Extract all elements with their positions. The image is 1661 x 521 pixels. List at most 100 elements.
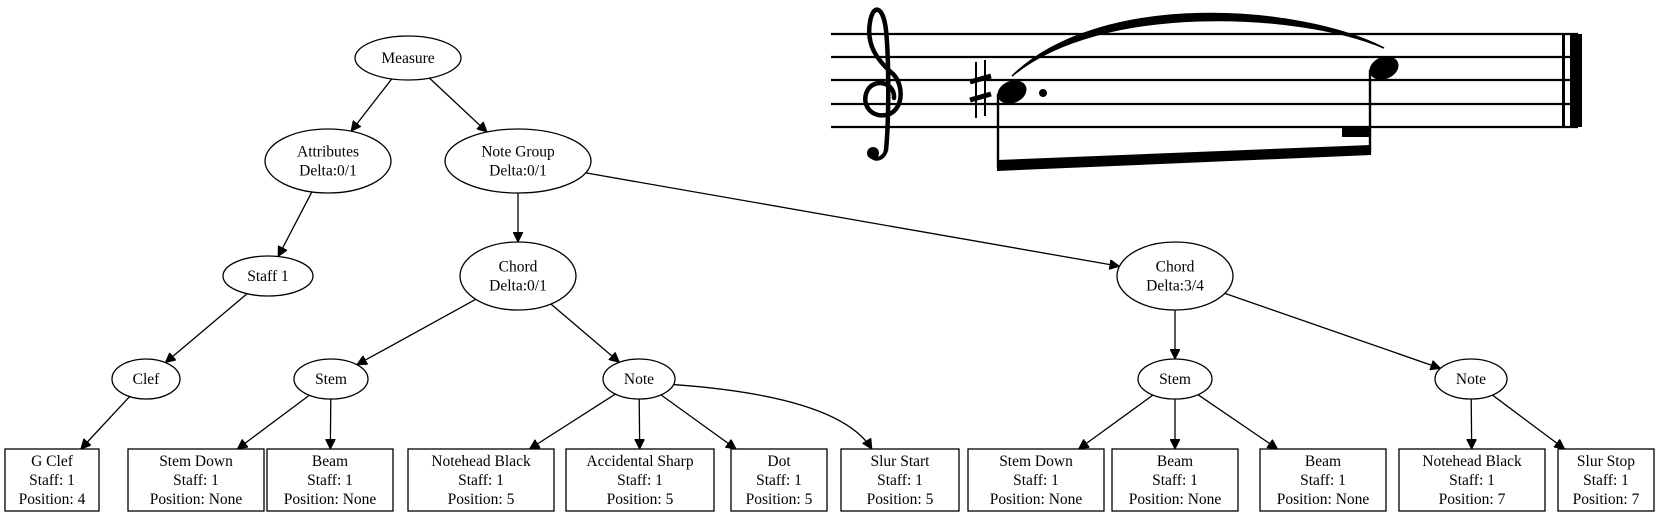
node-note2: Note bbox=[1434, 358, 1508, 400]
node-label: Staff: 1 bbox=[458, 472, 504, 489]
node-label: Delta:0/1 bbox=[489, 278, 547, 295]
node-shape bbox=[127, 448, 265, 512]
edge-stem2-beam3 bbox=[1197, 394, 1278, 449]
node-label: Dot bbox=[767, 453, 791, 470]
node-shape bbox=[730, 448, 828, 512]
node-label: Staff: 1 bbox=[1013, 472, 1059, 489]
node-shape bbox=[407, 448, 555, 512]
node-shape bbox=[565, 448, 715, 512]
node-label: Delta:3/4 bbox=[1146, 278, 1204, 295]
node-staff1: Staff 1 bbox=[222, 255, 314, 297]
node-label: Stem Down bbox=[999, 453, 1073, 470]
node-label: Position: 5 bbox=[448, 491, 515, 508]
edge-clef-gclef bbox=[81, 396, 131, 449]
node-shape bbox=[1398, 448, 1546, 512]
node-shape bbox=[222, 255, 314, 297]
node-shape bbox=[602, 358, 676, 400]
node-label: Chord bbox=[499, 259, 538, 276]
node-label: Position: 5 bbox=[867, 491, 934, 508]
slur bbox=[1011, 12, 1385, 77]
edge-note1-dot bbox=[660, 394, 736, 449]
node-label: Staff: 1 bbox=[29, 472, 75, 489]
node-label: Note bbox=[1456, 371, 1486, 388]
node-label: Staff: 1 bbox=[877, 472, 923, 489]
node-label: Chord bbox=[1156, 259, 1195, 276]
node-shape bbox=[111, 358, 181, 400]
node-shape bbox=[1116, 241, 1234, 311]
node-label: Stem bbox=[1159, 371, 1191, 388]
notehead-1 bbox=[997, 80, 1027, 104]
node-shape bbox=[1434, 358, 1508, 400]
node-label: Notehead Black bbox=[431, 453, 531, 470]
node-stem2: Stem bbox=[1137, 358, 1213, 400]
final-barline bbox=[1562, 34, 1582, 127]
node-label: Staff: 1 bbox=[173, 472, 219, 489]
node-shape bbox=[967, 448, 1105, 512]
node-shape bbox=[1259, 448, 1387, 512]
node-label: Delta:0/1 bbox=[299, 163, 357, 180]
node-shape bbox=[264, 128, 392, 194]
node-label: Delta:0/1 bbox=[489, 163, 547, 180]
node-label: Staff: 1 bbox=[1583, 472, 1629, 489]
node-label: Position: None bbox=[990, 491, 1083, 508]
node-label: Position: 4 bbox=[19, 491, 86, 508]
node-measure: Measure bbox=[354, 35, 462, 81]
node-stem1: Stem bbox=[293, 358, 369, 400]
node-label: Measure bbox=[381, 50, 434, 67]
notehead-2 bbox=[1369, 56, 1399, 80]
edge-attributes-staff1 bbox=[277, 191, 313, 257]
node-shape bbox=[459, 241, 577, 311]
node-label: Note bbox=[624, 371, 654, 388]
tree-edges bbox=[81, 77, 1565, 449]
node-shape bbox=[1557, 448, 1655, 512]
treble-clef-icon bbox=[863, 7, 903, 161]
node-label: Attributes bbox=[297, 144, 359, 161]
node-label: Stem bbox=[315, 371, 347, 388]
node-label: Staff: 1 bbox=[1152, 472, 1198, 489]
edge-measure-attributes bbox=[351, 78, 393, 131]
node-label: Position: None bbox=[284, 491, 377, 508]
node-label: Staff: 1 bbox=[1300, 472, 1346, 489]
edge-note1-slurstart bbox=[673, 383, 872, 449]
node-label: Position: None bbox=[1277, 491, 1370, 508]
edge-note1-nhblack1 bbox=[529, 393, 616, 449]
node-label: Staff: 1 bbox=[307, 472, 353, 489]
node-label: Slur Start bbox=[871, 453, 931, 470]
node-label: Position: None bbox=[150, 491, 243, 508]
node-label: Position: 5 bbox=[746, 491, 813, 508]
node-label: Position: 7 bbox=[1573, 491, 1640, 508]
edge-note2-slurstop bbox=[1492, 394, 1564, 449]
node-shape bbox=[1137, 358, 1213, 400]
node-label: Position: 5 bbox=[607, 491, 674, 508]
node-shape bbox=[4, 448, 100, 512]
node-note1: Note bbox=[602, 358, 676, 400]
node-shape bbox=[354, 35, 462, 81]
edge-notegroup-chord2 bbox=[585, 172, 1120, 266]
node-shape bbox=[444, 128, 592, 194]
edge-chord2-note2 bbox=[1224, 292, 1441, 368]
edge-staff1-clef bbox=[165, 293, 248, 363]
node-label: Position: 7 bbox=[1439, 491, 1506, 508]
node-label: Clef bbox=[133, 371, 161, 388]
node-label: Staff: 1 bbox=[1449, 472, 1495, 489]
staff-lines bbox=[831, 32, 1578, 129]
node-label: Beam bbox=[312, 453, 348, 470]
node-label: Accidental Sharp bbox=[586, 453, 693, 470]
node-label: Staff: 1 bbox=[756, 472, 802, 489]
node-label: Note Group bbox=[481, 144, 555, 161]
node-label: Beam bbox=[1305, 453, 1341, 470]
